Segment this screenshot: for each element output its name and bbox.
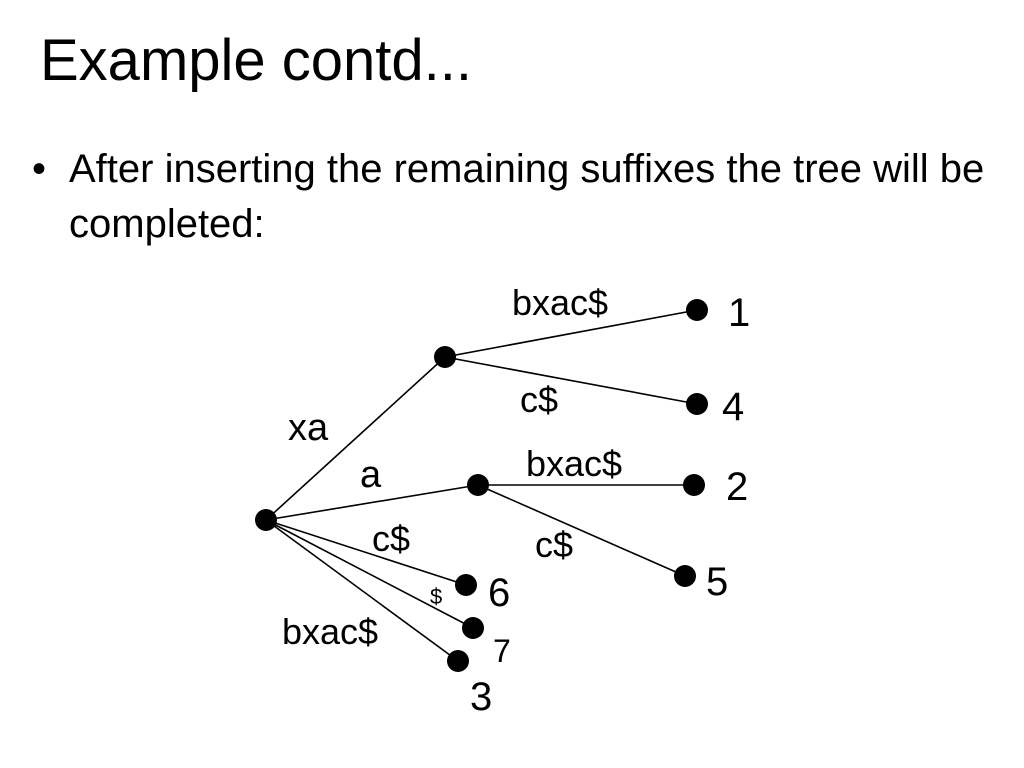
edge-root-a bbox=[265, 484, 479, 521]
edge-label-xa: xa bbox=[288, 407, 329, 449]
leaf-label-7: 7 bbox=[493, 633, 511, 669]
root-node bbox=[255, 509, 277, 531]
leaf-label-4: 4 bbox=[722, 385, 744, 429]
edge-label-a-bxac-dollar: bxac$ bbox=[526, 443, 622, 484]
edge-label-a: a bbox=[360, 454, 382, 496]
edge-label-xa-bxac-dollar: bxac$ bbox=[512, 282, 608, 323]
leaf-labels: 1 4 2 5 6 7 3 bbox=[470, 291, 750, 719]
edge-label-root-c-dollar: c$ bbox=[372, 518, 410, 559]
edge-xa-leaf-1 bbox=[444, 309, 698, 358]
bullet-text: After inserting the remaining suffixes t… bbox=[69, 147, 985, 246]
edge-labels: xa a c$ $ bxac$ bxac$ c$ bxac$ c$ bbox=[282, 282, 622, 652]
edge-root-leaf-3 bbox=[265, 519, 459, 662]
leaf-label-2: 2 bbox=[726, 465, 748, 509]
tree-edges bbox=[265, 309, 698, 662]
leaf-label-1: 1 bbox=[728, 291, 750, 335]
tree-nodes bbox=[255, 299, 708, 672]
leaf-node-5 bbox=[674, 565, 696, 587]
leaf-node-7 bbox=[462, 617, 484, 639]
leaf-node-6 bbox=[455, 574, 477, 596]
leaf-node-1 bbox=[686, 299, 708, 321]
bullet-icon: • bbox=[32, 147, 47, 191]
leaf-label-6: 6 bbox=[488, 571, 510, 615]
internal-node-a bbox=[467, 474, 489, 496]
edge-root-xa bbox=[265, 356, 446, 521]
leaf-label-3: 3 bbox=[470, 675, 492, 719]
bullet-item: • After inserting the remaining suffixes… bbox=[32, 142, 992, 252]
slide-title: Example contd... bbox=[40, 28, 472, 93]
internal-node-xa bbox=[434, 346, 456, 368]
edge-label-root-dollar: $ bbox=[430, 584, 442, 609]
edge-root-leaf-6 bbox=[265, 519, 467, 586]
leaf-node-2 bbox=[683, 474, 705, 496]
leaf-node-4 bbox=[686, 393, 708, 415]
edge-a-leaf-5 bbox=[477, 484, 686, 577]
edge-root-leaf-7 bbox=[265, 519, 474, 629]
leaf-label-5: 5 bbox=[706, 560, 728, 604]
edge-xa-leaf-4 bbox=[444, 356, 698, 405]
edge-label-xa-c-dollar: c$ bbox=[520, 379, 558, 420]
edge-label-root-bxac-dollar: bxac$ bbox=[282, 611, 378, 652]
edge-label-a-c-dollar: c$ bbox=[535, 524, 573, 565]
leaf-node-3 bbox=[447, 650, 469, 672]
bullet-list: • After inserting the remaining suffixes… bbox=[32, 142, 992, 252]
